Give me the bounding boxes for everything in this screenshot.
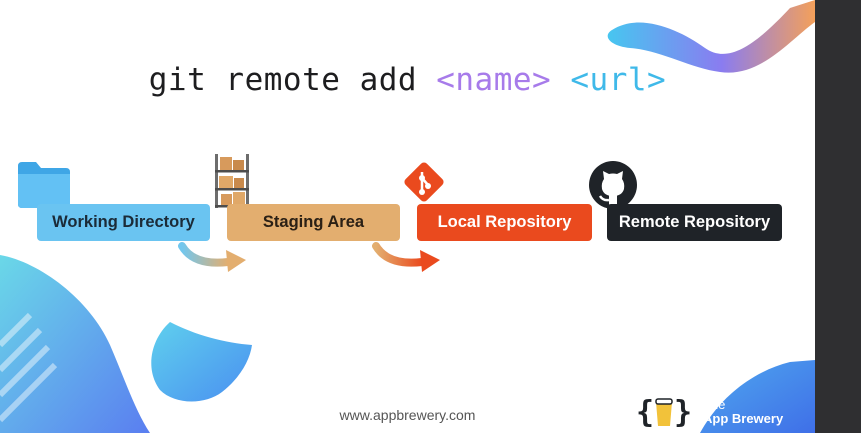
stage-label: Staging Area (262, 213, 365, 231)
command-arg-url: <url> (570, 62, 667, 98)
decorative-waves (0, 0, 815, 433)
slide: git remote add <name> <url> Working Dire… (0, 0, 815, 433)
github-logo-icon (589, 161, 637, 209)
curved-arrow-icon (372, 242, 440, 272)
brand-line-1: The (703, 397, 726, 412)
stage-label: Working Directory (52, 213, 195, 231)
footer-url: www.appbrewery.com (339, 407, 476, 423)
stage-label: Remote Repository (618, 213, 771, 231)
command-space (551, 62, 570, 98)
warehouse-shelves-icon (215, 154, 249, 208)
app-brewery-brand: The App Brewery (703, 398, 783, 426)
folder-icon (18, 162, 70, 208)
stage-staging-area: Staging Area (227, 204, 400, 241)
git-logo-icon (404, 162, 444, 202)
curved-arrow-icon (178, 242, 246, 272)
git-command: git remote add <name> <url> (0, 62, 815, 98)
stage-local-repository: Local Repository (417, 204, 592, 241)
brand-line-2: App Brewery (703, 411, 784, 426)
stage-label: Local Repository (437, 213, 572, 231)
dark-side-panel (815, 0, 861, 433)
svg-text:{: { (636, 395, 654, 430)
stage-working-directory: Working Directory (37, 204, 210, 241)
stage-remote-repository: Remote Repository (607, 204, 782, 241)
command-base: git remote add (148, 62, 437, 98)
app-brewery-logo-icon: { } (636, 395, 692, 430)
svg-text:}: } (674, 395, 692, 430)
command-arg-name: <name> (436, 62, 552, 98)
